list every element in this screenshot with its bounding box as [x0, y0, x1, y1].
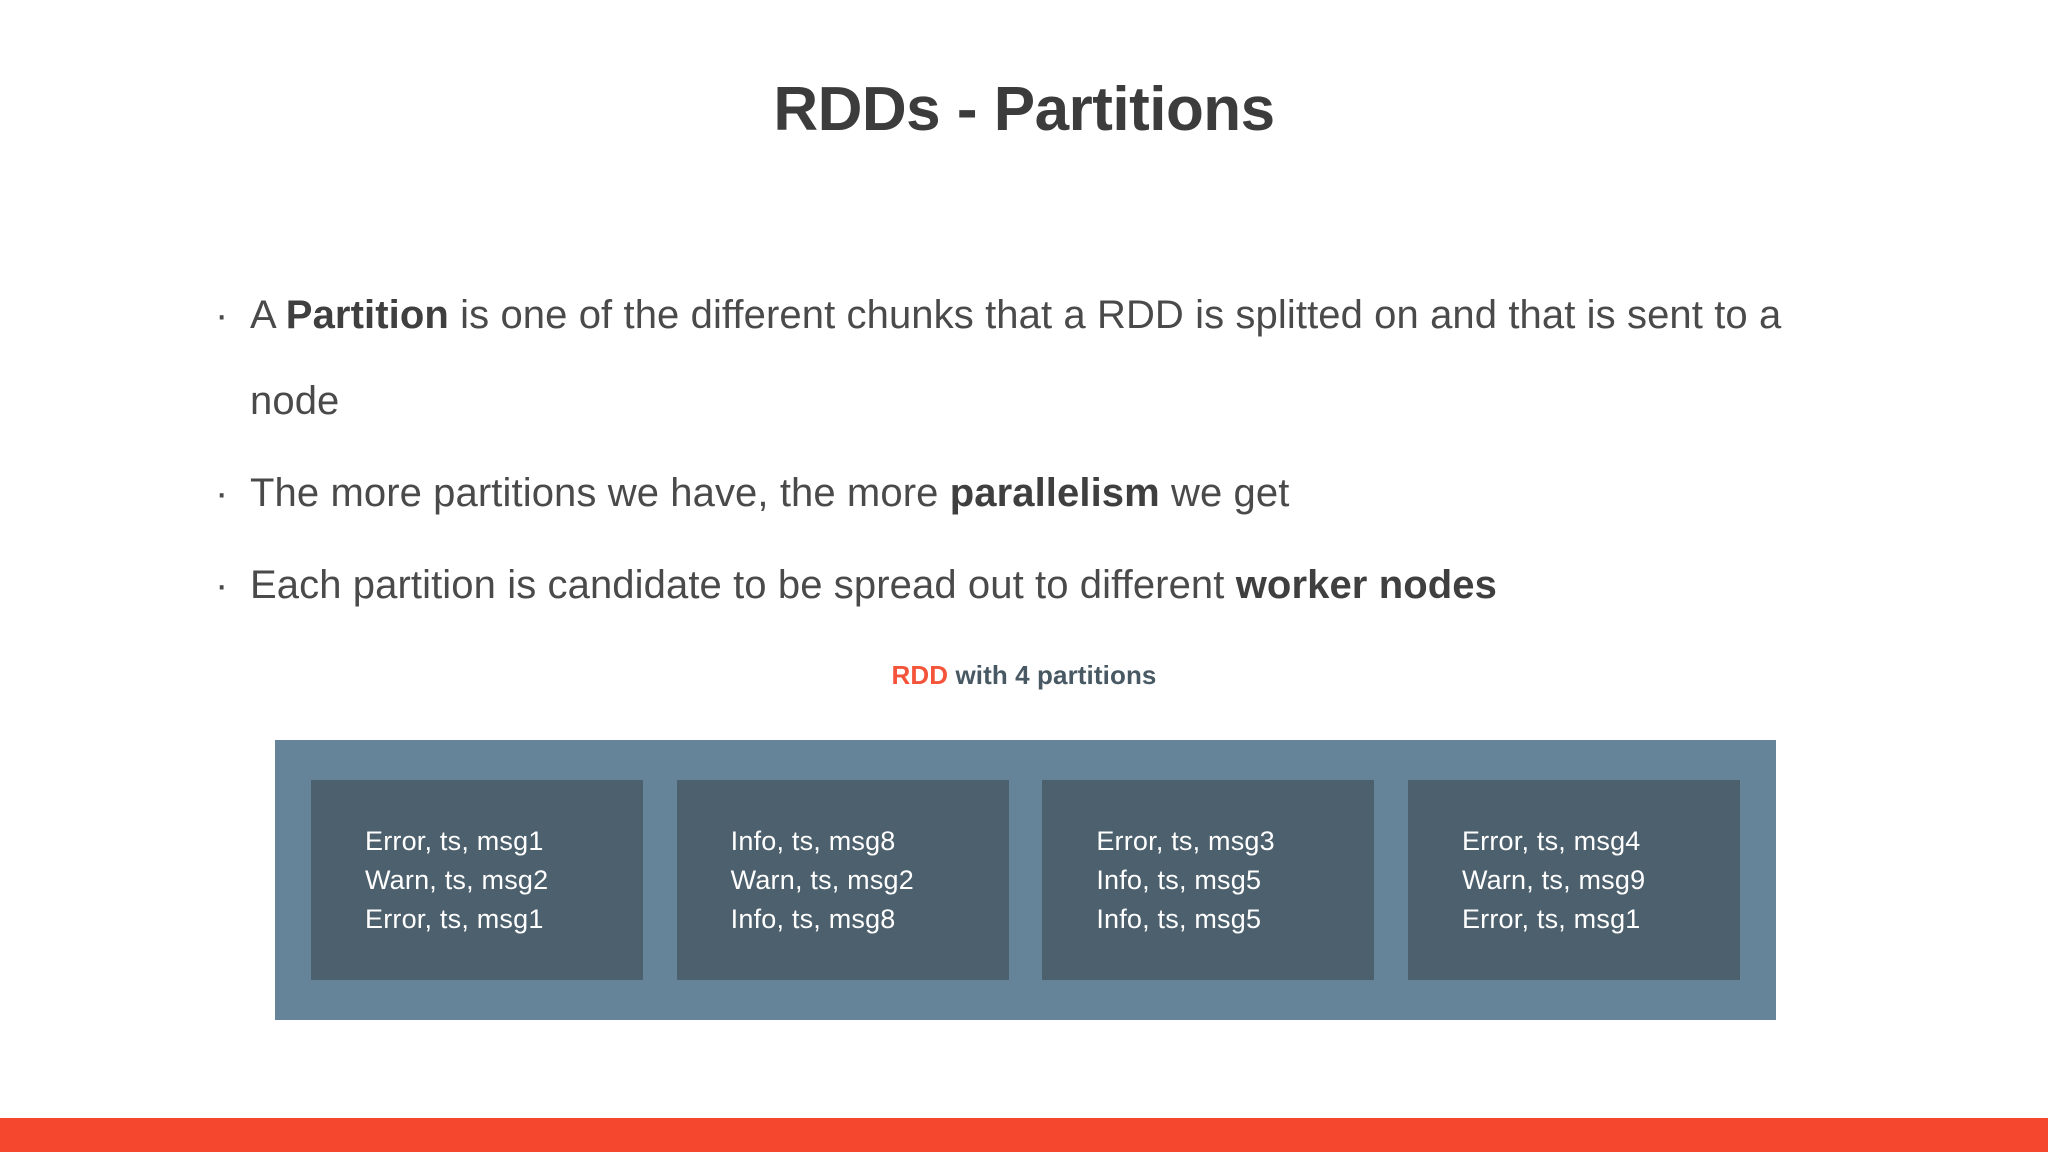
partition-record: Error, ts, msg1 — [365, 825, 544, 856]
partition-record: Info, ts, msg8 — [730, 903, 896, 934]
partition-record: Info, ts, msg5 — [1096, 903, 1262, 934]
list-item: · The more partitions we have, the more … — [208, 450, 1848, 536]
partition-record: Warn, ts, msg9 — [1461, 864, 1646, 895]
partition-record: Error, ts, msg4 — [1461, 825, 1641, 856]
list-item: · Each partition is candidate to be spre… — [208, 542, 1848, 628]
bullet-dot-icon: · — [215, 563, 229, 607]
bullet-dot-icon: · — [215, 293, 229, 337]
partition-record: Info, ts, msg5 — [1096, 864, 1262, 895]
partition-record: Error, ts, msg3 — [1096, 825, 1275, 856]
partition-box-4: Error, ts, msg4 Warn, ts, msg9 Error, ts… — [1407, 780, 1740, 980]
partition-record: Error, ts, msg1 — [1461, 903, 1641, 934]
partition-record: Info, ts, msg8 — [730, 825, 896, 856]
bullet-dot-icon: · — [215, 471, 229, 515]
partition-record: Warn, ts, msg2 — [730, 864, 914, 895]
bottom-accent-bar — [0, 1118, 2048, 1152]
rdd-container: Error, ts, msg1 Warn, ts, msg2 Error, ts… — [275, 740, 1776, 1020]
partition-box-3: Error, ts, msg3 Info, ts, msg5 Info, ts,… — [1042, 780, 1375, 980]
partition-record: Error, ts, msg1 — [365, 903, 544, 934]
partition-box-1: Error, ts, msg1 Warn, ts, msg2 Error, ts… — [311, 780, 643, 980]
bullet-list: · A Partition is one of the different ch… — [208, 272, 1848, 634]
caption-rdd-label: RDD — [891, 660, 949, 690]
partition-box-2: Info, ts, msg8 Warn, ts, msg2 Info, ts, … — [676, 780, 1009, 980]
bullet-text-3: Each partition is candidate to be spread… — [250, 563, 1497, 607]
partition-record: Warn, ts, msg2 — [365, 864, 549, 895]
diagram-caption: RDD with 4 partitions — [0, 660, 2048, 691]
page-title: RDDs - Partitions — [773, 75, 1275, 144]
caption-rest-label: with 4 partitions — [948, 660, 1157, 690]
list-item: · A Partition is one of the different ch… — [208, 272, 1848, 444]
bullet-text-1: A Partition is one of the different chun… — [250, 293, 1782, 423]
bullet-text-2: The more partitions we have, the more pa… — [250, 471, 1290, 515]
